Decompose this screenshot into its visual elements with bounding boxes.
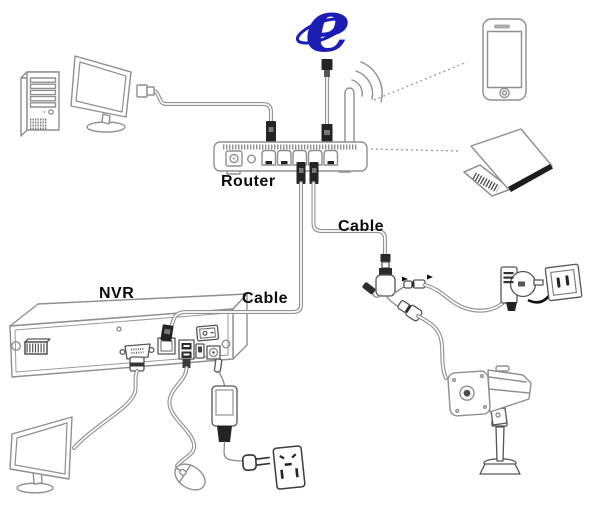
usb-ports-icon — [178, 339, 195, 360]
vga-cable — [72, 369, 139, 450]
usb-mouse-cable — [167, 366, 197, 468]
power-pigtail-connector-icon — [402, 274, 433, 289]
nvr-power-adapter-icon — [211, 385, 244, 462]
vga-plug-icon — [129, 356, 145, 372]
dc-power-jack-icon — [206, 345, 221, 360]
nvr-power-cable — [213, 358, 226, 387]
nvr-monitor-icon — [9, 416, 73, 494]
smartphone-icon — [482, 18, 527, 101]
mount-hole-icon — [10, 341, 22, 352]
vga-port-icon — [119, 343, 155, 360]
internet-explorer-icon: e — [295, 0, 351, 68]
rj45-connector-icon — [136, 84, 148, 98]
mouse-icon — [174, 463, 206, 491]
nvr-label: NVR — [99, 285, 135, 302]
pc-monitor-icon — [70, 55, 132, 133]
ethernet-cable-router-to-nvr — [160, 181, 303, 342]
ethernet-cable-router-to-camera — [311, 181, 507, 380]
internet-logo-letter: e — [305, 0, 351, 68]
wifi-signal-icon — [351, 61, 383, 103]
mount-hole-icon — [221, 339, 231, 349]
cctv-camera-icon — [447, 365, 532, 475]
cable-label-nvr: Cable — [242, 290, 289, 307]
laptop-icon — [463, 128, 553, 197]
desktop-tower-icon — [20, 71, 60, 137]
wireless-link-to-laptop — [370, 148, 460, 152]
usb-plug-icon — [182, 359, 191, 368]
router-icon — [213, 87, 368, 184]
power-rocker-switch-icon — [195, 324, 220, 342]
camera-wall-outlet-icon — [544, 263, 583, 302]
cable-label-camera: Cable — [338, 218, 385, 235]
wireless-link-to-phone — [373, 61, 468, 101]
power-plug-icon — [241, 454, 271, 471]
ethernet-cable-pc-to-router — [136, 84, 276, 142]
camera-lens-icon — [459, 385, 475, 401]
camera-power-adapter-icon — [500, 266, 544, 311]
pigtail-junction-icon — [375, 274, 396, 297]
nvr-wall-outlet-icon — [272, 445, 306, 490]
nvr-icon — [9, 293, 248, 378]
terminal-block-icon — [24, 338, 51, 355]
ethernet-cable-router-to-internet — [321, 59, 333, 143]
router-label: Router — [221, 173, 276, 190]
toggle-switch-icon — [195, 343, 205, 359]
